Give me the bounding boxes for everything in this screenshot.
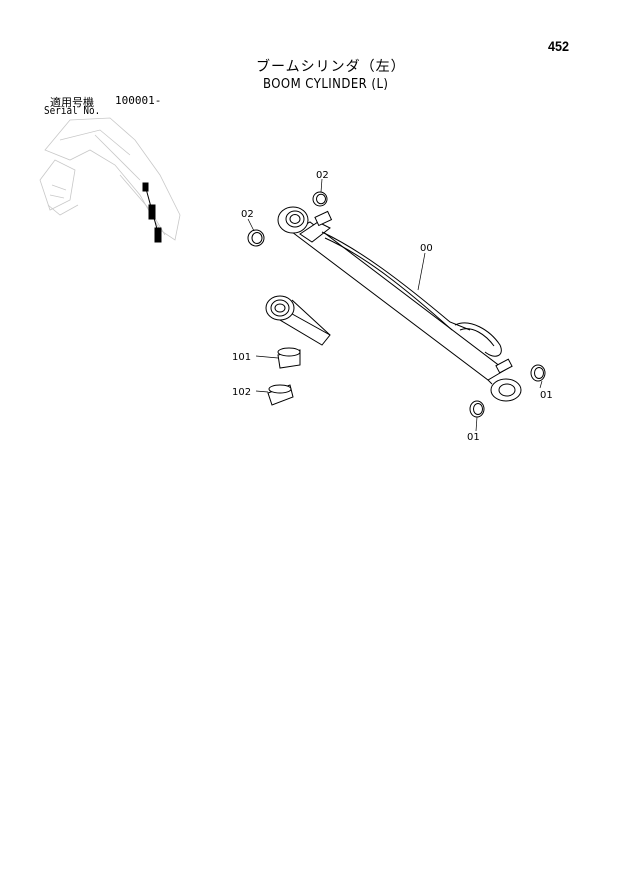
callout-102: 102 <box>232 387 251 398</box>
seal-01-bottom <box>469 400 485 418</box>
callout-00: 00 <box>420 243 433 254</box>
callout-01-bottom: 01 <box>467 432 480 443</box>
callout-02-left: 02 <box>241 209 254 220</box>
callout-101: 101 <box>232 352 251 363</box>
serial-label-japanese: 適用号機 <box>50 96 94 109</box>
boom-cylinder-assembly <box>277 206 522 402</box>
callout-02-top: 02 <box>316 170 329 181</box>
serial-range: 100001- <box>115 94 162 107</box>
title-japanese: ブームシリンダ（左） <box>256 59 406 75</box>
seal-02-left <box>247 229 265 247</box>
ring-102 <box>267 384 294 406</box>
title-english: BOOM CYLINDER (L) <box>263 77 389 92</box>
rod-pipe-detail <box>265 295 331 346</box>
bushing-101 <box>277 347 301 369</box>
page-number: 452 <box>548 38 570 54</box>
serial-label-english: Serial No. <box>44 104 101 117</box>
seal-01-right <box>530 364 546 382</box>
excavator-locator-sketch <box>39 117 181 241</box>
leader-lines <box>247 178 543 432</box>
callout-01-right: 01 <box>540 390 553 401</box>
highlighted-cylinder-sketch <box>142 182 162 243</box>
seal-02-top <box>312 191 328 207</box>
